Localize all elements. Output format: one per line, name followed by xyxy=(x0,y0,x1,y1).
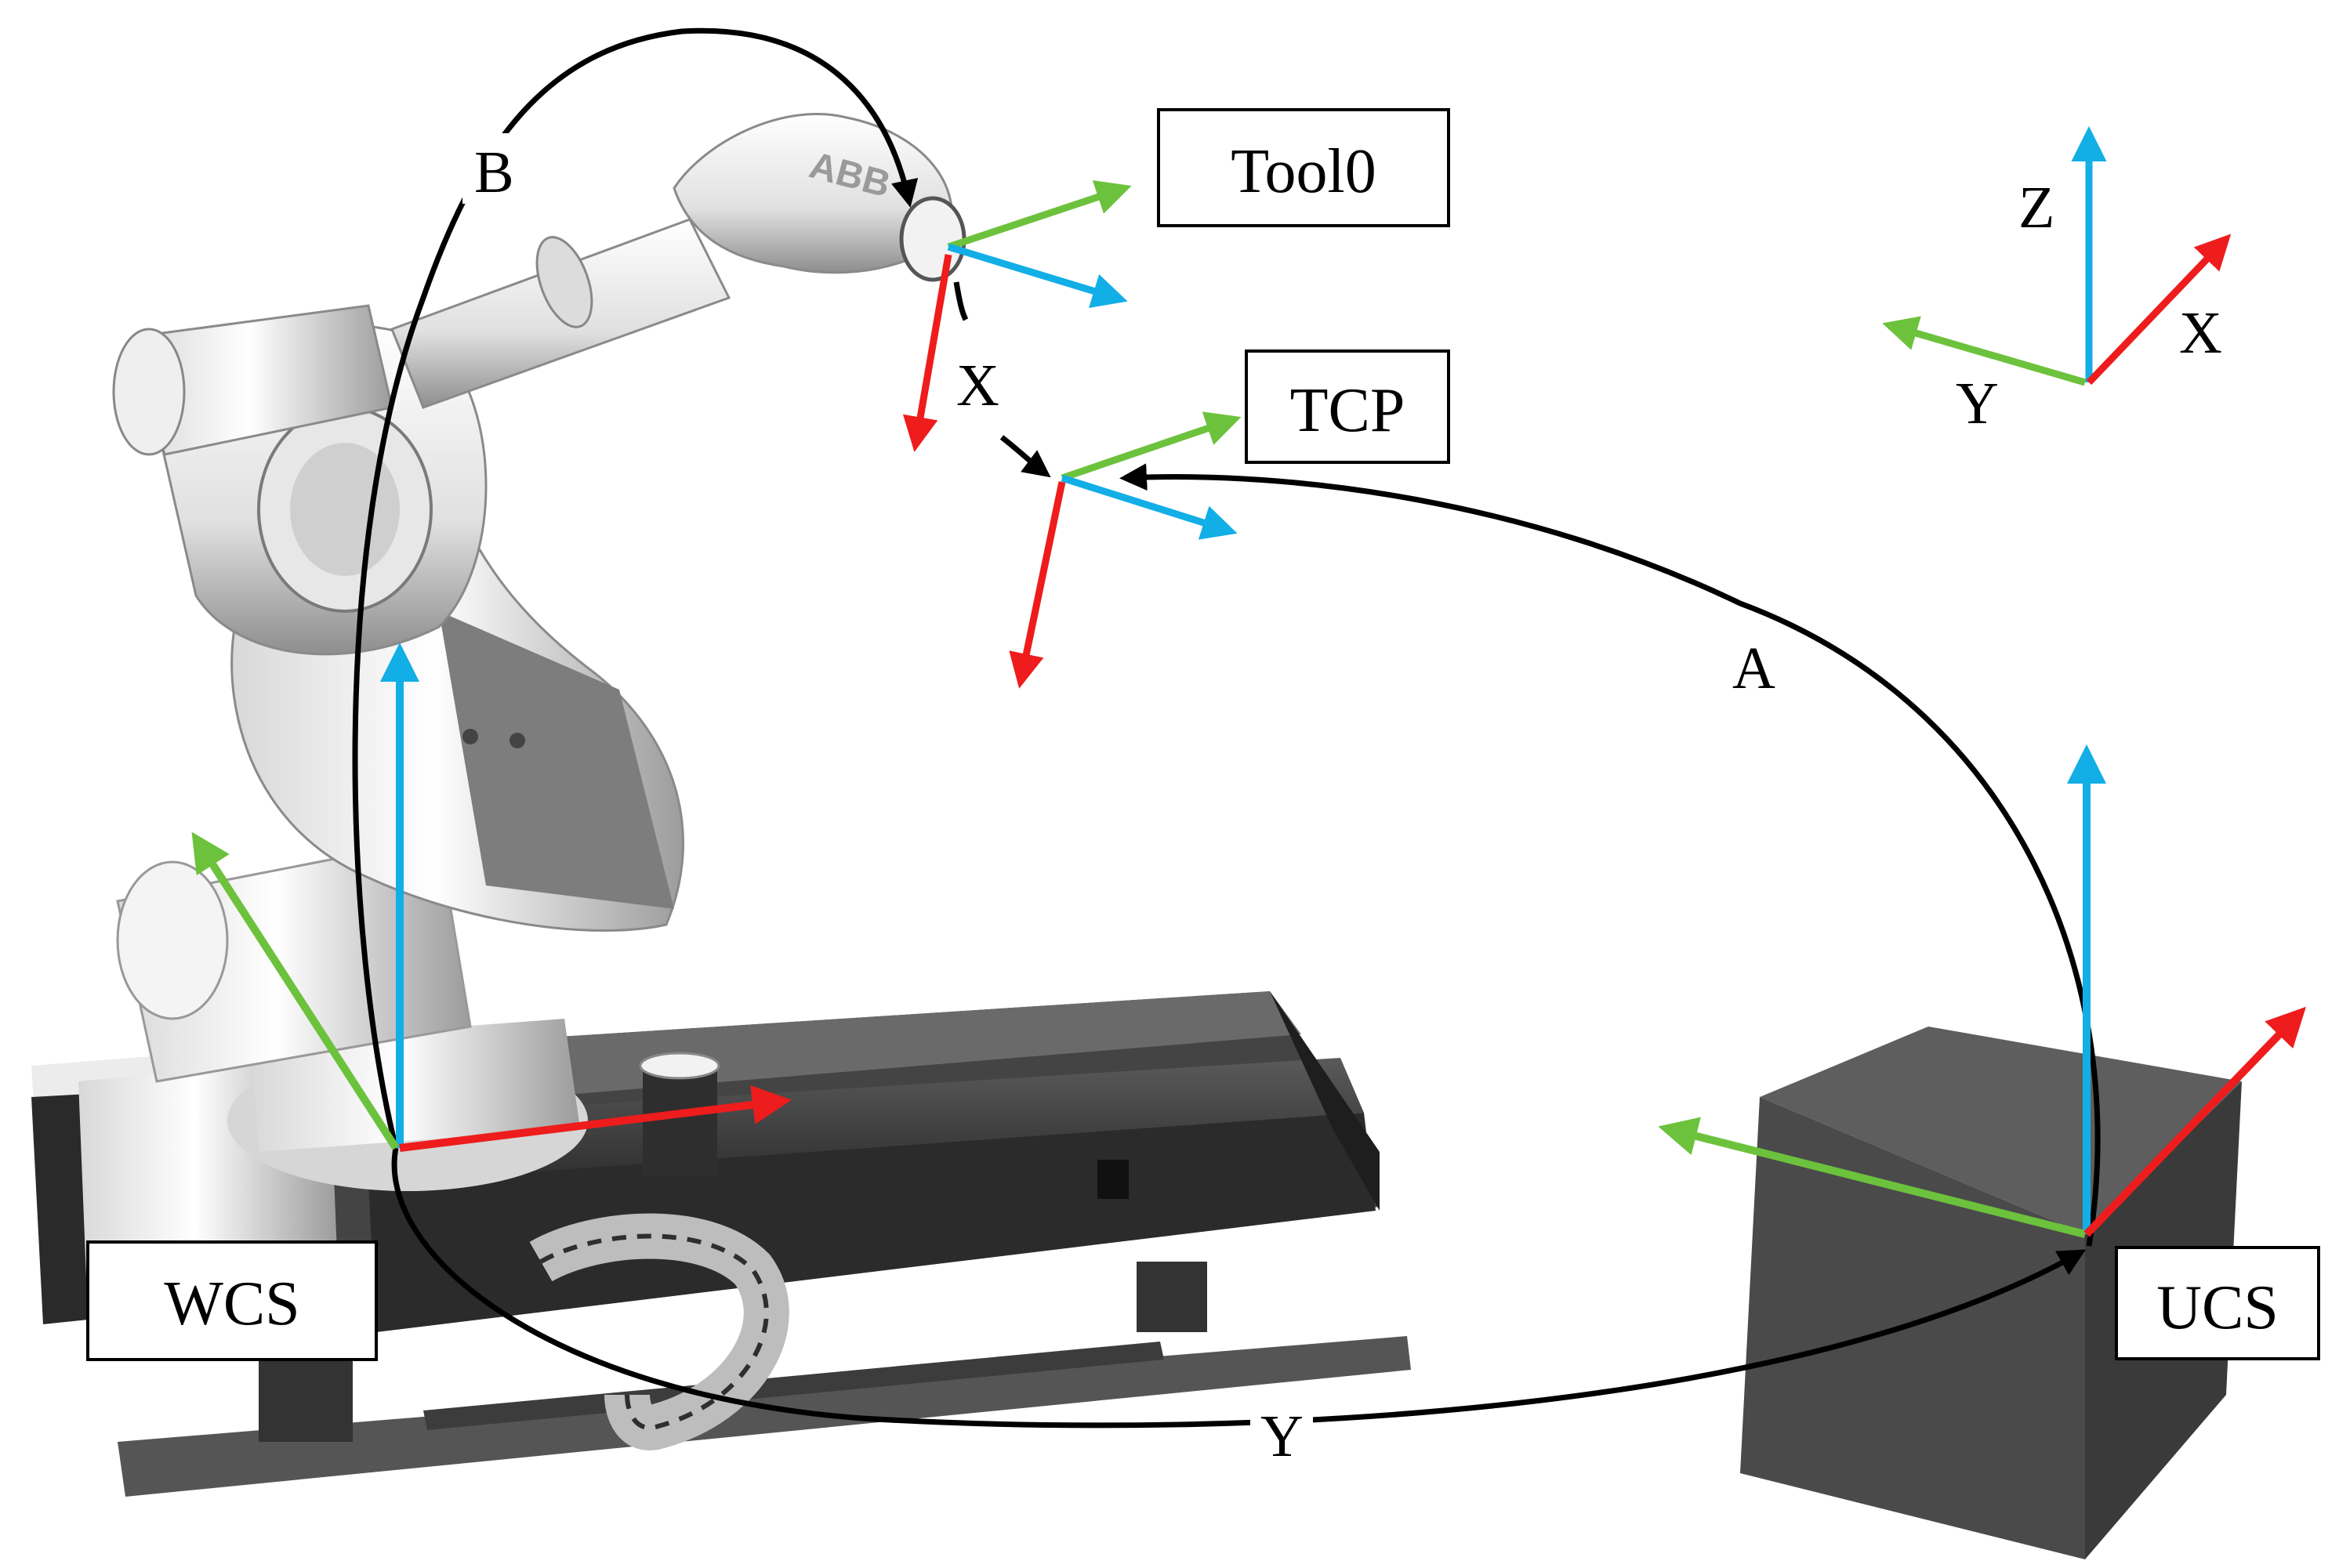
transform-y-label: Y xyxy=(1260,1403,1304,1469)
tcp-y-axis xyxy=(1061,411,1242,482)
transform-y-arc xyxy=(391,1147,2087,1429)
transform-b-label: B xyxy=(474,139,514,205)
cable-chain xyxy=(529,1213,789,1450)
legend-y-axis xyxy=(1882,316,2087,386)
wcs-label: WCS xyxy=(164,1269,299,1338)
ucs-box: UCS xyxy=(2115,1246,2320,1360)
transform-x-arc xyxy=(953,281,969,321)
tool0-y-axis xyxy=(947,180,1132,251)
axis-legend: Z Y X xyxy=(1882,126,2232,436)
ucs-x-axis xyxy=(2083,1006,2306,1237)
ucs-y-axis xyxy=(1658,1117,2087,1238)
tool0-z-axis xyxy=(947,243,1128,309)
tcp-x-axis xyxy=(1009,481,1066,689)
transform-x-arrow xyxy=(999,435,1051,478)
transform-labels: B A X Y xyxy=(462,133,1787,1469)
transform-x-label: X xyxy=(956,353,999,418)
robot-arm: ABB xyxy=(112,113,966,1191)
wcs-frame xyxy=(191,643,792,1152)
legend-y-label: Y xyxy=(1956,371,1999,436)
ucs-frame xyxy=(1658,744,2306,1238)
tcp-label: TCP xyxy=(1290,376,1405,445)
tcp-frame xyxy=(1009,411,1242,689)
wcs-x-axis xyxy=(399,1085,792,1152)
tool0-x-axis xyxy=(902,254,952,452)
wcs-y-axis xyxy=(191,831,400,1150)
tool0-label: Tool0 xyxy=(1231,137,1376,206)
legend-x-label: X xyxy=(2179,300,2222,366)
ucs-label: UCS xyxy=(2156,1273,2279,1342)
tool0-box: Tool0 xyxy=(1157,108,1450,227)
wcs-box: WCS xyxy=(86,1240,378,1361)
transform-a-label: A xyxy=(1732,636,1775,701)
frame-labels: Tool0 TCP WCS UCS xyxy=(86,108,2320,1361)
legend-x-axis xyxy=(2086,234,2232,386)
legend-z-label: Z xyxy=(2018,175,2054,241)
tool0-frame xyxy=(902,180,1132,452)
tcp-z-axis xyxy=(1061,474,1238,540)
tcp-box: TCP xyxy=(1245,349,1450,464)
